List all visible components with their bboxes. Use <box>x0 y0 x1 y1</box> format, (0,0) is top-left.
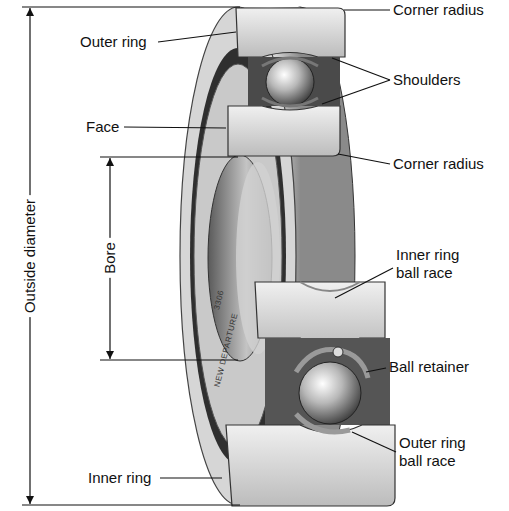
part-label: Ball retainer <box>389 358 507 376</box>
part-label: Shoulders <box>393 71 503 89</box>
part-label: Inner ring <box>88 469 168 487</box>
top-cutaway <box>228 8 345 156</box>
part-label: Outer ring ball race <box>399 434 489 470</box>
model-stamp: 3306 <box>212 289 226 310</box>
part-label: Corner radius <box>393 155 509 173</box>
part-label: Corner radius <box>393 1 509 19</box>
dimension-label: Bore <box>101 238 119 278</box>
dimension-label: Outside diameter <box>21 195 39 317</box>
part-label: Face <box>86 118 136 136</box>
maker-stamp: NEW DEPARTURE <box>212 312 239 388</box>
part-label: Inner ring ball race <box>396 246 482 282</box>
part-label: Outer ring <box>80 33 170 51</box>
dimension-lines <box>22 7 240 505</box>
bottom-cutaway <box>226 282 395 506</box>
leader-lines <box>124 10 396 478</box>
